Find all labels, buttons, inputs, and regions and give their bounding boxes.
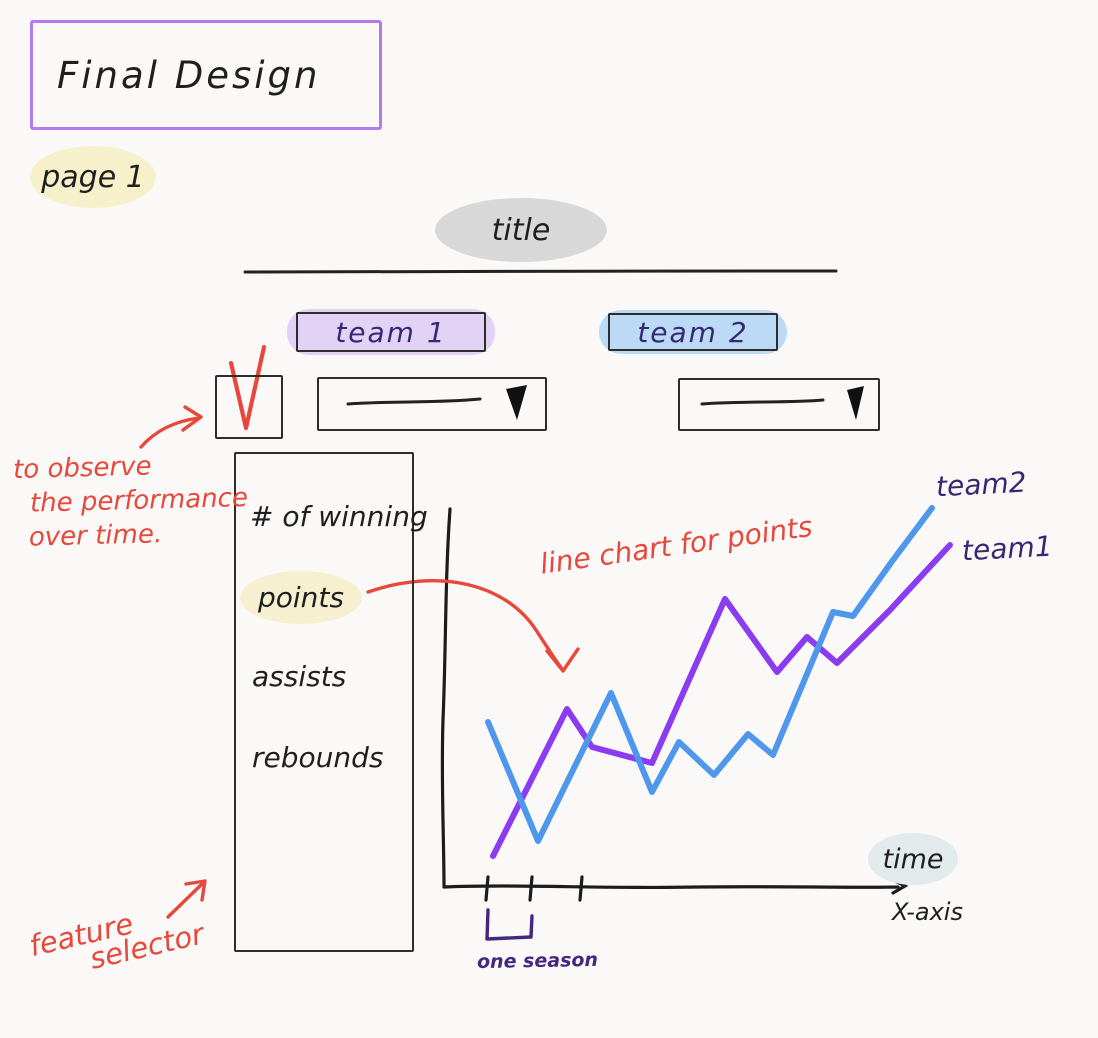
feature-item-winning[interactable]: # of winning [250, 500, 428, 533]
dropdown2-value-scribble [700, 398, 825, 406]
time-axis-label: time [882, 843, 944, 875]
arrow-points-to-chart-icon [366, 579, 580, 673]
team2-label: team 2 [637, 315, 749, 349]
team2-series-label: team2 [935, 465, 1028, 504]
dropdown-arrow-icon [847, 386, 864, 420]
observe-note-line3: over time. [28, 519, 163, 553]
one-season-label: one season [476, 948, 599, 974]
team2-highlight [599, 310, 787, 354]
arrow-to-feature-box-icon [166, 879, 207, 919]
team1-header: team 1 [287, 309, 495, 355]
one-season-bracket [485, 908, 534, 941]
feature-item-points[interactable]: points [240, 571, 362, 624]
dropdown-arrow-icon [506, 385, 527, 420]
chart-y-axis [440, 507, 452, 888]
feature-item-assists[interactable]: assists [252, 660, 347, 693]
points-selected-label: points [258, 581, 344, 614]
chart-x-axis [442, 884, 900, 890]
page-title-placeholder: title [435, 198, 607, 262]
team2-header: team 2 [599, 310, 787, 354]
team1-series-label: team1 [961, 529, 1054, 568]
dropdown1-value-scribble [346, 397, 482, 406]
team1-line [490, 542, 953, 859]
page-title-label: title [491, 212, 551, 248]
page-badge: page 1 [30, 146, 156, 208]
arrow-to-checkbox-icon [139, 405, 203, 449]
x-axis-caption: X-axis [892, 898, 963, 926]
observe-checkbox[interactable] [215, 375, 283, 439]
observe-note-line2: the performance [29, 482, 249, 519]
final-design-label: Final Design [57, 53, 321, 97]
page-badge-label: page 1 [41, 159, 145, 195]
checkmark-icon [228, 344, 267, 431]
time-axis-badge: time [868, 833, 958, 885]
feature-item-rebounds[interactable]: rebounds [252, 741, 384, 774]
team2-box: team 2 [608, 313, 778, 351]
team1-label: team 1 [335, 315, 447, 349]
observe-note: to observe the performance over time. [13, 447, 249, 555]
axis-ticks [484, 875, 584, 902]
team1-highlight [287, 309, 495, 355]
title-underline [243, 269, 838, 274]
final-design-card: Final Design [30, 20, 382, 130]
team2-dropdown[interactable] [678, 378, 880, 431]
team1-box: team 1 [296, 312, 486, 352]
feature-selector-box [234, 452, 414, 952]
team2-line [485, 505, 935, 844]
team1-dropdown[interactable] [317, 377, 547, 431]
